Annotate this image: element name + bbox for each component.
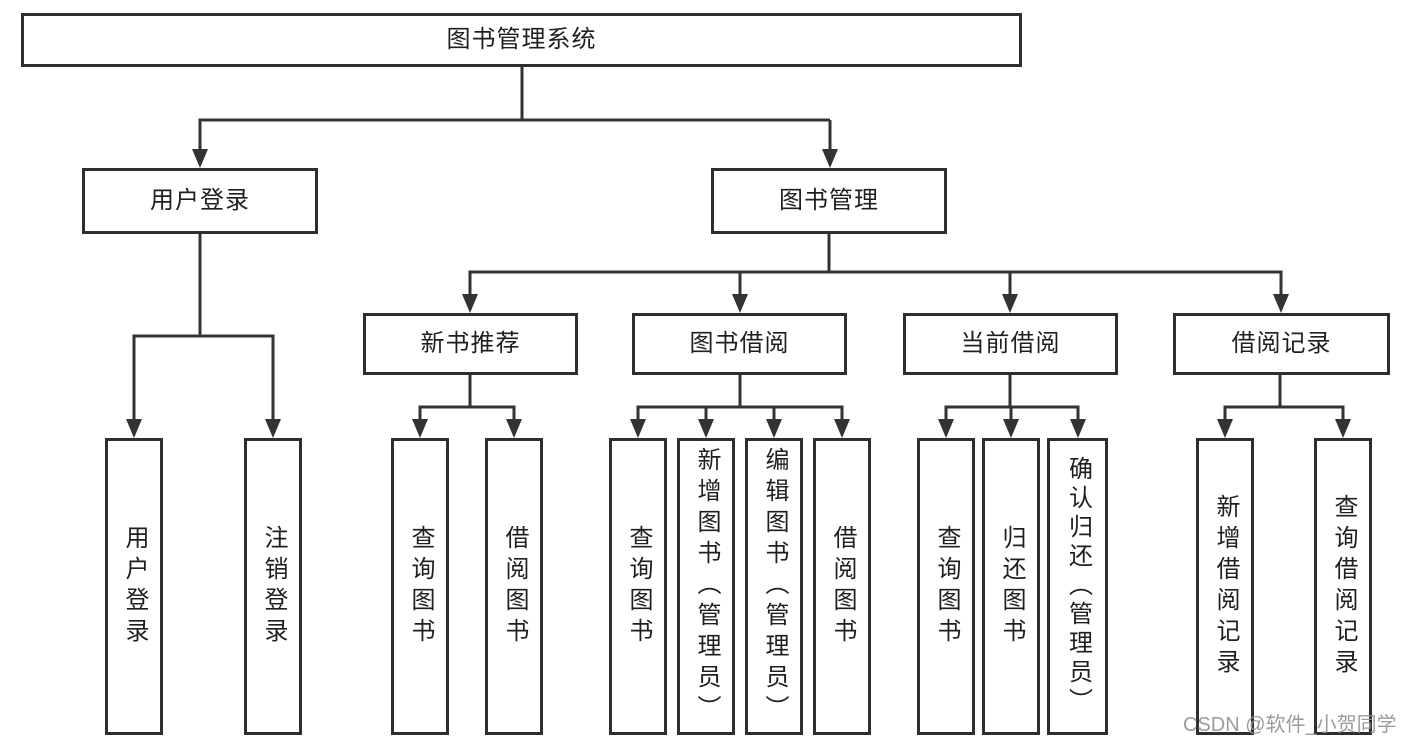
leaf-edit-book-admin: 编辑图书（管理员） xyxy=(745,438,803,735)
leaf-query-books-2: 查询图书 xyxy=(609,438,667,735)
leaf-query-books-2-label: 查询图书 xyxy=(625,524,652,649)
leaf-borrow-books-2: 借阅图书 xyxy=(813,438,871,735)
leaf-query-books-1-label: 查询图书 xyxy=(407,524,434,649)
leaf-add-book-admin: 新增图书（管理员） xyxy=(677,438,735,735)
leaf-add-borrow-record: 新增借阅记录 xyxy=(1196,438,1254,735)
leaf-logout: 注销登录 xyxy=(244,438,302,735)
leaf-query-borrow-record: 查询借阅记录 xyxy=(1314,438,1372,735)
leaf-logout-label: 注销登录 xyxy=(260,524,287,649)
leaf-borrow-books-1-label: 借阅图书 xyxy=(501,524,528,649)
watermark: CSDN @软件_小贺同学 xyxy=(1183,714,1397,736)
node-new-book-recommend-label: 新书推荐 xyxy=(420,330,521,357)
node-borrowing-records-label: 借阅记录 xyxy=(1231,330,1332,357)
leaf-borrow-books-1: 借阅图书 xyxy=(485,438,543,735)
leaf-query-borrow-record-label: 查询借阅记录 xyxy=(1330,493,1357,680)
leaf-return-book-label: 归还图书 xyxy=(998,524,1025,649)
leaf-query-books-3-label: 查询图书 xyxy=(933,524,960,649)
leaf-borrow-books-2-label: 借阅图书 xyxy=(829,524,856,649)
leaf-user-login: 用户登录 xyxy=(105,438,163,735)
leaf-confirm-return-admin-label: 确认归还（管理员） xyxy=(1064,456,1092,717)
leaf-add-borrow-record-label: 新增借阅记录 xyxy=(1212,493,1239,680)
node-current-borrowing: 当前借阅 xyxy=(903,313,1118,375)
node-user-login-label: 用户登录 xyxy=(150,187,250,214)
leaf-query-books-1: 查询图书 xyxy=(391,438,449,735)
node-book-borrowing-label: 图书借阅 xyxy=(689,330,790,357)
node-book-management: 图书管理 xyxy=(711,168,947,234)
node-library-system: 图书管理系统 xyxy=(21,13,1022,67)
node-borrowing-records: 借阅记录 xyxy=(1173,313,1390,375)
arrowhead-icons xyxy=(126,149,1351,438)
node-book-borrowing: 图书借阅 xyxy=(632,313,847,375)
leaf-return-book: 归还图书 xyxy=(982,438,1040,735)
node-library-system-label: 图书管理系统 xyxy=(446,26,597,53)
node-user-login: 用户登录 xyxy=(82,168,318,234)
leaf-edit-book-admin-label: 编辑图书（管理员） xyxy=(761,447,788,726)
leaf-query-books-3: 查询图书 xyxy=(917,438,975,735)
node-current-borrowing-label: 当前借阅 xyxy=(960,330,1061,357)
leaf-confirm-return-admin: 确认归还（管理员） xyxy=(1047,438,1108,735)
leaf-user-login-label: 用户登录 xyxy=(121,524,148,649)
leaf-add-book-admin-label: 新增图书（管理员） xyxy=(693,447,720,726)
node-new-book-recommend: 新书推荐 xyxy=(363,313,578,375)
node-book-management-label: 图书管理 xyxy=(779,187,879,214)
